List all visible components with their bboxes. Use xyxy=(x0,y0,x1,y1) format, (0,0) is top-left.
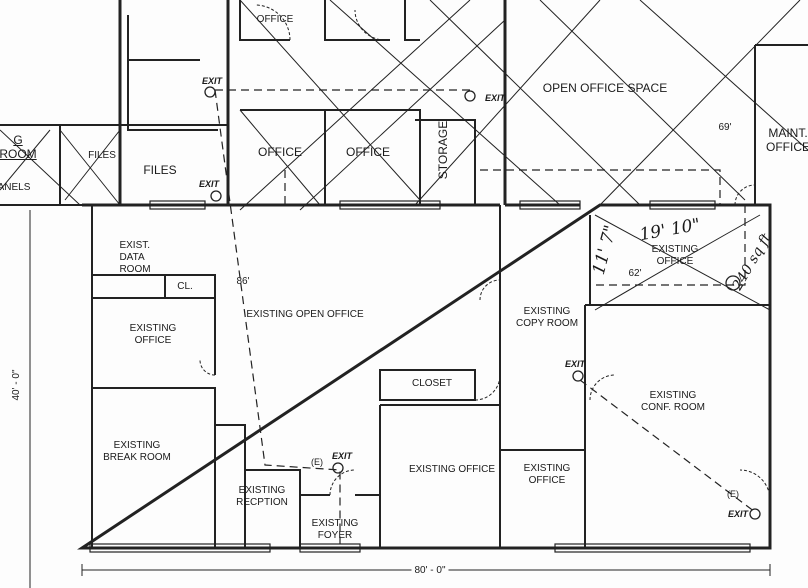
room-label-files: FILES xyxy=(143,163,177,177)
door-swings xyxy=(199,4,771,501)
room-label-office-top: OFFICE xyxy=(256,14,294,25)
exit-label: EXIT xyxy=(201,76,223,86)
room-label-cl: CL. xyxy=(177,281,193,292)
room-label-office-left: OFFICE xyxy=(258,145,302,159)
room-label-partial: G ROOM xyxy=(0,133,37,161)
dimension-62: 62' xyxy=(628,268,642,279)
cross-out-lines xyxy=(0,0,808,311)
dimension-horizontal: 80' - 0" xyxy=(411,565,449,577)
room-label-office-south: EXISTING OFFICE xyxy=(523,463,571,486)
room-label-office-right: OFFICE xyxy=(346,145,390,159)
room-label-files-small: FILES xyxy=(88,150,116,161)
existing-exit-marker: (E) xyxy=(311,457,323,467)
exit-markers xyxy=(204,86,761,520)
room-label-open-office-space: OPEN OFFICE SPACE xyxy=(542,81,668,95)
room-label-copy-room: EXISTING COPY ROOM xyxy=(515,306,579,329)
room-label-reception: EXISTING RECPTION xyxy=(236,485,288,508)
exit-label: EXIT xyxy=(727,509,749,519)
room-label-foyer: EXISTING FOYER xyxy=(311,518,359,541)
room-label-data-room: EXIST. DATA ROOM xyxy=(119,240,151,275)
room-label-closet: CLOSET xyxy=(411,378,453,389)
exit-label: EXIT xyxy=(564,359,586,369)
room-label-panels: ANELS xyxy=(0,182,31,193)
room-label-office-ne: EXISTING OFFICE xyxy=(651,244,699,267)
dimension-69: 69' xyxy=(718,122,732,133)
room-label-break-room: EXISTING BREAK ROOM xyxy=(103,440,171,463)
room-label-storage: STORAGE xyxy=(436,120,450,180)
exit-path xyxy=(214,89,756,548)
dimension-86: 86' xyxy=(236,276,250,287)
exterior-walls xyxy=(77,0,772,550)
exit-label: EXIT xyxy=(484,93,506,103)
interior-walls xyxy=(0,0,808,548)
room-label-office-center: EXISTING OFFICE xyxy=(408,464,496,475)
exit-label: EXIT xyxy=(331,451,353,461)
dimension-vertical: 40' - 0" xyxy=(11,369,23,401)
room-label-office-west: EXISTING OFFICE xyxy=(129,323,177,346)
exit-label: EXIT xyxy=(198,179,220,189)
room-label-open-office: EXISTING OPEN OFFICE xyxy=(246,309,364,320)
room-label-maint-office: MAINT. OFFICE xyxy=(766,126,808,154)
room-label-conf-room: EXISTING CONF. ROOM xyxy=(641,390,705,413)
existing-exit-marker: (E) xyxy=(727,489,739,499)
